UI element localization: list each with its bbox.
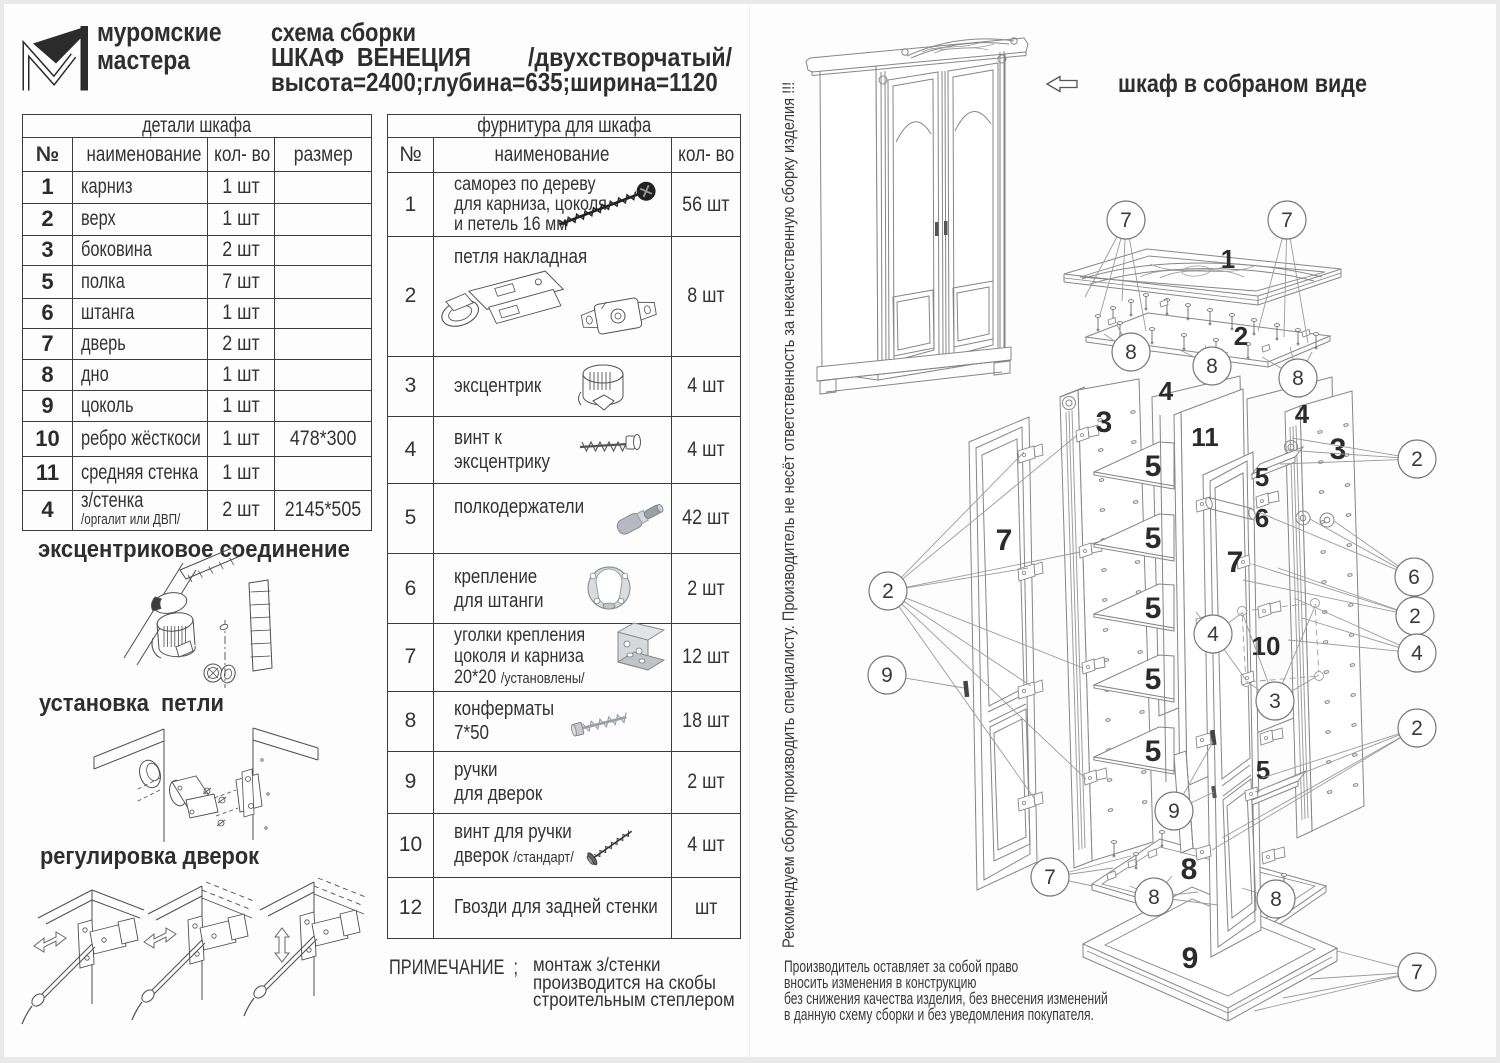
svg-text:9: 9 (1182, 942, 1199, 975)
svg-text:3: 3 (1269, 690, 1281, 713)
svg-text:8: 8 (1292, 367, 1304, 390)
svg-text:9: 9 (1168, 800, 1180, 823)
svg-text:2: 2 (1409, 605, 1421, 628)
svg-text:9: 9 (881, 664, 893, 687)
svg-text:8: 8 (1148, 886, 1160, 909)
svg-text:7: 7 (1281, 209, 1293, 232)
svg-text:3: 3 (1096, 406, 1113, 439)
svg-text:4: 4 (1159, 376, 1174, 406)
svg-text:1: 1 (1221, 244, 1235, 274)
svg-text:2: 2 (1411, 448, 1423, 471)
svg-text:7: 7 (996, 524, 1013, 557)
svg-text:8: 8 (1181, 853, 1198, 886)
svg-text:5: 5 (1145, 735, 1162, 768)
svg-text:5: 5 (1145, 592, 1162, 625)
svg-text:2: 2 (1411, 717, 1423, 740)
svg-text:11: 11 (1191, 422, 1219, 452)
svg-text:4: 4 (1411, 642, 1423, 665)
svg-text:6: 6 (1408, 566, 1420, 589)
svg-text:8: 8 (1270, 888, 1282, 911)
svg-text:4: 4 (1295, 399, 1310, 429)
svg-text:2: 2 (882, 580, 894, 603)
svg-text:5: 5 (1145, 522, 1162, 555)
svg-text:7: 7 (1227, 546, 1244, 579)
svg-text:5: 5 (1145, 450, 1162, 483)
svg-text:7: 7 (1044, 866, 1056, 889)
svg-text:5: 5 (1255, 462, 1269, 492)
svg-text:7: 7 (1120, 209, 1132, 232)
svg-text:4: 4 (1207, 623, 1219, 646)
svg-text:6: 6 (1255, 503, 1269, 533)
svg-text:5: 5 (1145, 663, 1162, 696)
svg-text:10: 10 (1252, 631, 1281, 661)
svg-text:2: 2 (1234, 321, 1248, 351)
svg-text:8: 8 (1206, 355, 1218, 378)
svg-text:8: 8 (1125, 341, 1137, 364)
svg-text:7: 7 (1411, 961, 1423, 984)
svg-text:5: 5 (1256, 755, 1270, 785)
svg-text:3: 3 (1330, 433, 1347, 466)
